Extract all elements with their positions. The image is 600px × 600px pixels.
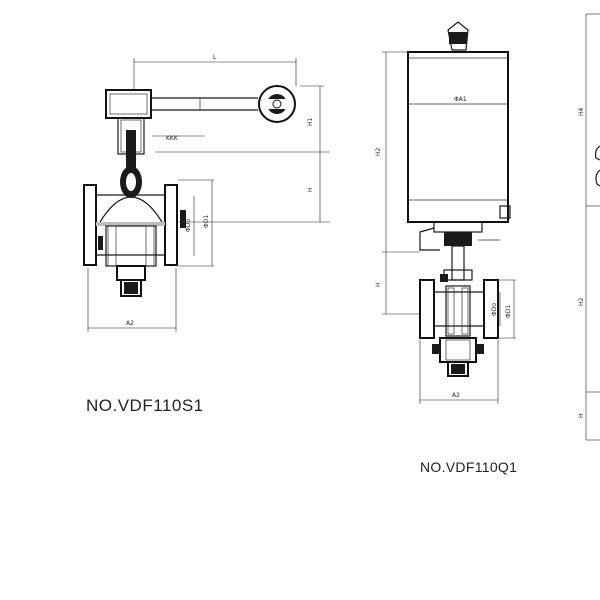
dim-label-Do-s1: ΦDo [185, 219, 192, 232]
q1-bottom-nut [447, 361, 469, 377]
dim-label-D1: ΦD1 [203, 215, 210, 228]
valve-vdf110q1-drawing: ΦA1 H2 H ΦD1 [375, 21, 516, 404]
dim-label-D1-q1: ΦD1 [505, 305, 512, 318]
dim-label-Do-q1: ΦDo [491, 303, 498, 316]
dim-label-A2-q1: A2 [452, 392, 460, 399]
butterfly-disk [99, 196, 163, 223]
dim-label-KKK: KKK [166, 135, 179, 142]
actuator-coupling [444, 232, 472, 246]
model-label-vdf110q1: NO.VDF110Q1 [420, 459, 518, 475]
left-flange [83, 184, 97, 266]
dim-label-H-partial: H [578, 413, 585, 418]
q1-right-flange [483, 279, 499, 339]
right-flange [164, 184, 178, 266]
bottom-nut [120, 279, 142, 297]
dim-label-H2-partial: H2 [578, 297, 585, 306]
partial-valve-drawing: H4 H2 H [578, 13, 600, 441]
dim-label-A1: ΦA1 [454, 96, 467, 103]
actuator-cylinder [407, 51, 509, 223]
valve-vdf110s1-drawing: L H1 H KKK ΦD1 ΦDo A2 [83, 54, 330, 332]
dim-label-L: L [213, 54, 217, 61]
dim-label-H2-q1: H2 [375, 147, 382, 156]
dim-label-H-q1: H [375, 282, 382, 287]
dim-label-H4-partial: H4 [578, 107, 585, 116]
dim-label-H1: H1 [307, 117, 314, 126]
q1-left-flange [419, 279, 435, 339]
handle-grip [258, 85, 296, 123]
model-label-vdf110s1: NO.VDF110S1 [86, 396, 204, 415]
dim-label-H: H [307, 187, 314, 192]
dim-label-A2-s1: A2 [126, 320, 134, 327]
